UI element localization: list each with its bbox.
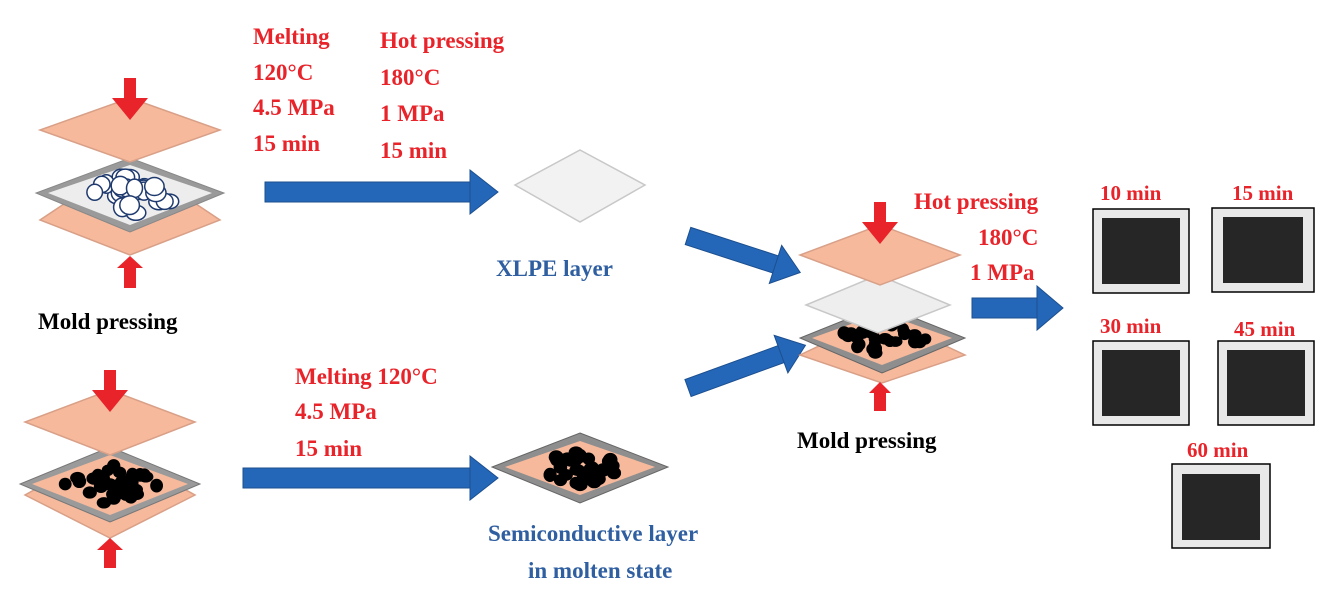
particle [86,183,104,202]
combine-hot-pressing-line-3: 1 MPa [970,260,1035,285]
particle [897,323,910,337]
combine-hot-pressing-line-2: 180°C [978,225,1038,250]
particle [553,460,568,474]
particle [113,466,127,479]
top-melting-line-4: 15 min [253,131,320,156]
combine-mold-assembly: Mold pressing [797,202,968,453]
black-particles [58,459,164,509]
sample-30min: 30 min [1092,314,1190,426]
top-melting-line-3: 4.5 MPa [253,95,335,120]
bottom-process-arrow [242,454,499,502]
top-hot-pressing-line-1: Hot pressing [380,28,505,53]
particle [570,451,584,466]
particle [868,347,883,359]
combine-press-arrow-up [869,382,891,411]
top-process-arrow [264,168,499,216]
sample-45min: 45 min [1217,317,1315,426]
particle [124,471,140,485]
bottom-mold-assembly [18,370,202,568]
particle [606,466,622,480]
particle [143,176,165,197]
bottom-mold-upper-plate [22,389,198,456]
semiconductive-label-line-2: in molten state [528,558,672,583]
xlpe-layer-label: XLPE layer [496,256,613,281]
top-melting-line-1: Melting [253,24,330,49]
top-mold-press-arrow-down [112,78,148,120]
top-mold-assembly: Mold pressing [34,78,226,334]
particle [123,489,138,504]
bottom-melting-line-2: 4.5 MPa [295,399,377,424]
semiconductive-layer: Semiconductive layer in molten state [488,432,698,583]
top-hot-pressing-conditions: Hot pressing 180°C 1 MPa 15 min [380,28,505,163]
bottom-melting-line-3: 15 min [295,436,362,461]
particle [119,195,141,216]
particle [908,335,922,349]
particle [601,454,617,469]
sample-10min-label: 10 min [1100,181,1162,205]
particle [82,486,97,499]
sample-15min-label: 15 min [1232,181,1294,205]
top-hot-pressing-line-2: 180°C [380,65,440,90]
semiconductive-label-line-1: Semiconductive layer [488,521,698,546]
combine-xlpe-sheet [803,274,953,334]
particle [543,467,557,482]
particle [919,333,932,345]
particle [553,474,568,487]
particle [58,477,72,491]
top-mold-press-arrow-up [117,256,143,288]
bottom-mold-press-arrow-down [92,370,128,412]
particle [591,472,606,486]
particle [125,178,144,199]
bottom-melting-conditions: Melting 120°C 4.5 MPa 15 min [295,364,438,461]
semiconductive-to-combine-arrow [684,334,807,398]
bottom-mold-press-arrow-up [97,538,123,568]
particle [97,471,110,485]
sample-10min: 10 min [1092,181,1190,294]
white-particles [86,168,180,222]
particle [106,488,119,501]
top-melting-conditions: Melting 120°C 4.5 MPa 15 min [253,24,335,156]
combine-upper-plate [797,224,963,286]
final-process-arrow [971,284,1064,332]
particle [576,468,589,480]
particle [868,333,882,345]
sample-45min-label: 45 min [1234,317,1296,341]
xlpe-to-combine-arrow [684,226,802,285]
combine-mold-label: Mold pressing [797,428,937,453]
particle [569,476,583,490]
combine-hot-pressing-conditions: Hot pressing 180°C 1 MPa [914,189,1039,285]
combine-hot-pressing-line-1: Hot pressing [914,189,1039,214]
particle [150,478,164,493]
top-melting-line-2: 120°C [253,60,313,85]
sample-30min-label: 30 min [1100,314,1162,338]
particle [70,471,86,484]
particle [883,335,897,347]
xlpe-sheet [513,149,647,223]
combine-press-arrow-down [862,202,898,244]
sample-15min: 15 min [1211,181,1315,293]
particle [582,452,596,465]
top-mold-label: Mold pressing [38,309,178,334]
top-hot-pressing-line-4: 15 min [380,138,447,163]
top-mold-upper-plate [37,97,223,163]
particle [841,330,855,343]
particle [853,338,866,351]
top-hot-pressing-line-3: 1 MPa [380,101,445,126]
xlpe-layer: XLPE layer [496,149,647,281]
semiconductive-particles [543,446,622,492]
sample-60min: 60 min [1171,438,1271,549]
sample-60min-label: 60 min [1187,438,1249,462]
bottom-melting-line-1: Melting 120°C [295,364,438,389]
